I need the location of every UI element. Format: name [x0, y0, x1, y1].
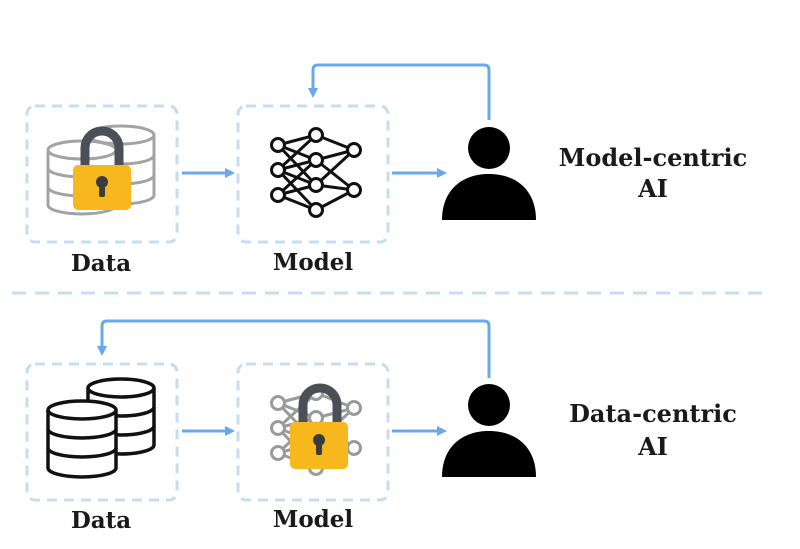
- user-icon: [442, 384, 536, 477]
- bottom-model-box: [236, 362, 390, 502]
- top-data-label: Data: [71, 250, 131, 277]
- feedback-arrow-to-model: [308, 63, 491, 120]
- top-data-box: [25, 104, 179, 244]
- top-model-box: [236, 104, 390, 244]
- bottom-title-line2: AI: [637, 432, 668, 461]
- top-title-line2: AI: [637, 174, 668, 203]
- top-title-line1: Model-centric: [559, 143, 748, 172]
- top-row: Data Model: [25, 63, 748, 277]
- bottom-row: Data: [25, 319, 737, 534]
- bottom-data-label: Data: [71, 507, 131, 534]
- top-model-label: Model: [273, 249, 354, 276]
- neural-network-icon: [270, 127, 362, 218]
- bottom-title-line1: Data-centric: [569, 399, 737, 428]
- bottom-model-label: Model: [273, 506, 354, 533]
- feedback-arrow-to-data: [97, 319, 491, 378]
- bottom-data-box: [25, 362, 179, 502]
- user-icon: [442, 127, 536, 220]
- padlock-icon: [73, 126, 131, 210]
- padlock-icon: [290, 383, 348, 469]
- database-icon: [46, 377, 156, 479]
